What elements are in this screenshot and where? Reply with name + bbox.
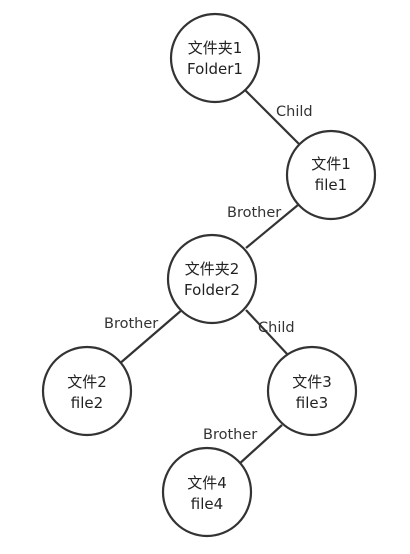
node-file3-label-en: file3	[296, 394, 328, 412]
node-file1-circle	[285, 129, 377, 221]
node-file3: 文件3 file3	[266, 345, 358, 437]
edge-label-brother-2: Brother	[104, 316, 158, 332]
node-file2-label-cn: 文件2	[67, 373, 107, 391]
node-folder1-label-cn: 文件夹1	[188, 39, 243, 57]
node-file1-label-en: file1	[315, 176, 347, 194]
node-folder2-label-en: Folder2	[184, 281, 240, 299]
node-file2: 文件2 file2	[41, 345, 133, 437]
node-folder2: 文件夹2 Folder2	[166, 233, 258, 325]
edge-folder1-file1	[242, 87, 304, 149]
node-file4-label-cn: 文件4	[187, 474, 227, 492]
node-file1-label-cn: 文件1	[311, 155, 351, 173]
node-file2-label-en: file2	[71, 394, 103, 412]
edge-folder2-file2	[117, 308, 184, 366]
node-file1: 文件1 file1	[285, 129, 377, 221]
node-file4: 文件4 file4	[161, 446, 253, 538]
node-file4-circle	[161, 446, 253, 538]
edge-label-child-1: Child	[276, 104, 313, 120]
node-folder2-circle	[166, 233, 258, 325]
node-folder1-circle	[169, 12, 261, 104]
node-file3-circle	[266, 345, 358, 437]
edge-label-brother-3: Brother	[203, 427, 257, 443]
edge-label-child-2: Child	[258, 320, 295, 336]
edge-file1-folder2	[245, 199, 305, 249]
node-folder2-label-cn: 文件夹2	[185, 260, 240, 278]
edge-label-brother-1: Brother	[227, 205, 281, 221]
node-file3-label-cn: 文件3	[292, 373, 332, 391]
node-file2-circle	[41, 345, 133, 437]
node-folder1: 文件夹1 Folder1	[169, 12, 261, 104]
node-file4-label-en: file4	[191, 495, 223, 513]
edge-folder2-file3	[245, 309, 289, 356]
edge-file3-file4	[237, 424, 283, 466]
node-folder1-label-en: Folder1	[187, 60, 243, 78]
